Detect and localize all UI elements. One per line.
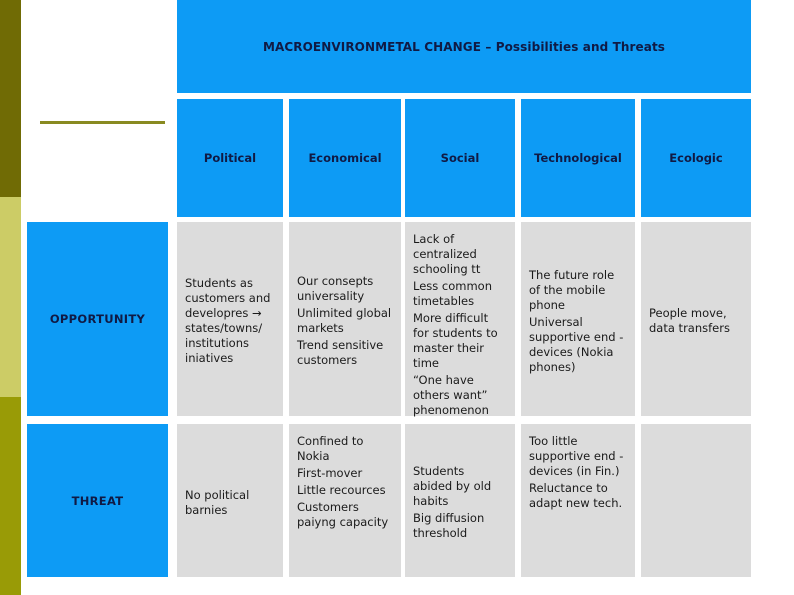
cell-paragraph: Customers paiyng capacity: [297, 500, 389, 529]
cell-paragraph: Too little supportive end -devices (in F…: [529, 434, 624, 478]
column-header-ecologic: Ecologic: [641, 99, 751, 217]
cell-paragraph: Confined to Nokia: [297, 434, 364, 463]
cell-paragraph: Big diffusion threshold: [413, 511, 485, 540]
cell-paragraph: No political barnies: [185, 487, 250, 517]
column-header-social: Social: [405, 99, 515, 217]
stripe-band-bottom: [0, 397, 21, 595]
cell-paragraph: Unlimited global markets: [297, 306, 392, 335]
cell-paragraph: Our consepts universality: [297, 274, 374, 303]
cell-paragraph: Students abided by old habits: [413, 464, 492, 508]
cell-paragraph: Trend sensitive customers: [297, 338, 384, 367]
stripe-band-middle: [0, 197, 21, 397]
cell-paragraph: First-mover: [297, 466, 363, 480]
cell-paragraph: Universal supportive end -devices (Nokia…: [529, 314, 624, 374]
cell-paragraph: Lack of centralized schooling tt: [413, 232, 481, 276]
cell-opportunity-ecologic: People move, data transfers: [641, 222, 751, 416]
slide-title: MACROENVIRONMETAL CHANGE – Possibilities…: [262, 40, 666, 54]
left-decorative-stripe: [0, 0, 21, 595]
cell-paragraph: “One have others want” phenomenon: [413, 373, 489, 417]
cell-opportunity-social: Lack of centralized schooling tt Less com…: [405, 222, 515, 417]
cell-paragraph: People move, data transfers: [649, 306, 730, 335]
column-header-technological: Technological: [521, 99, 635, 217]
cell-paragraph: More difficult for students to master th…: [413, 311, 498, 370]
cell-paragraph: Students as customers and developres → s…: [185, 276, 271, 365]
row-header-threat: THREAT: [27, 424, 168, 577]
title-banner: MACROENVIRONMETAL CHANGE – Possibilities…: [177, 0, 751, 93]
column-header-political: Political: [177, 99, 283, 217]
stripe-band-top: [0, 0, 21, 197]
cell-paragraph: Reluctance to adapt new tech.: [529, 481, 623, 510]
gold-horizontal-rule: [40, 121, 165, 124]
cell-threat-technological: Too little supportive end -devices (in F…: [521, 424, 635, 577]
row-header-opportunity: OPPORTUNITY: [27, 222, 168, 416]
cell-threat-political: No political barnies: [177, 424, 283, 577]
column-header-economical: Economical: [289, 99, 401, 217]
cell-opportunity-political: Students as customers and developres → s…: [177, 222, 283, 416]
cell-threat-ecologic: [641, 424, 751, 577]
cell-paragraph: Less common timetables: [413, 279, 493, 308]
cell-paragraph: The future role of the mobile phone: [529, 267, 615, 312]
cell-paragraph: Little recources: [297, 483, 386, 497]
